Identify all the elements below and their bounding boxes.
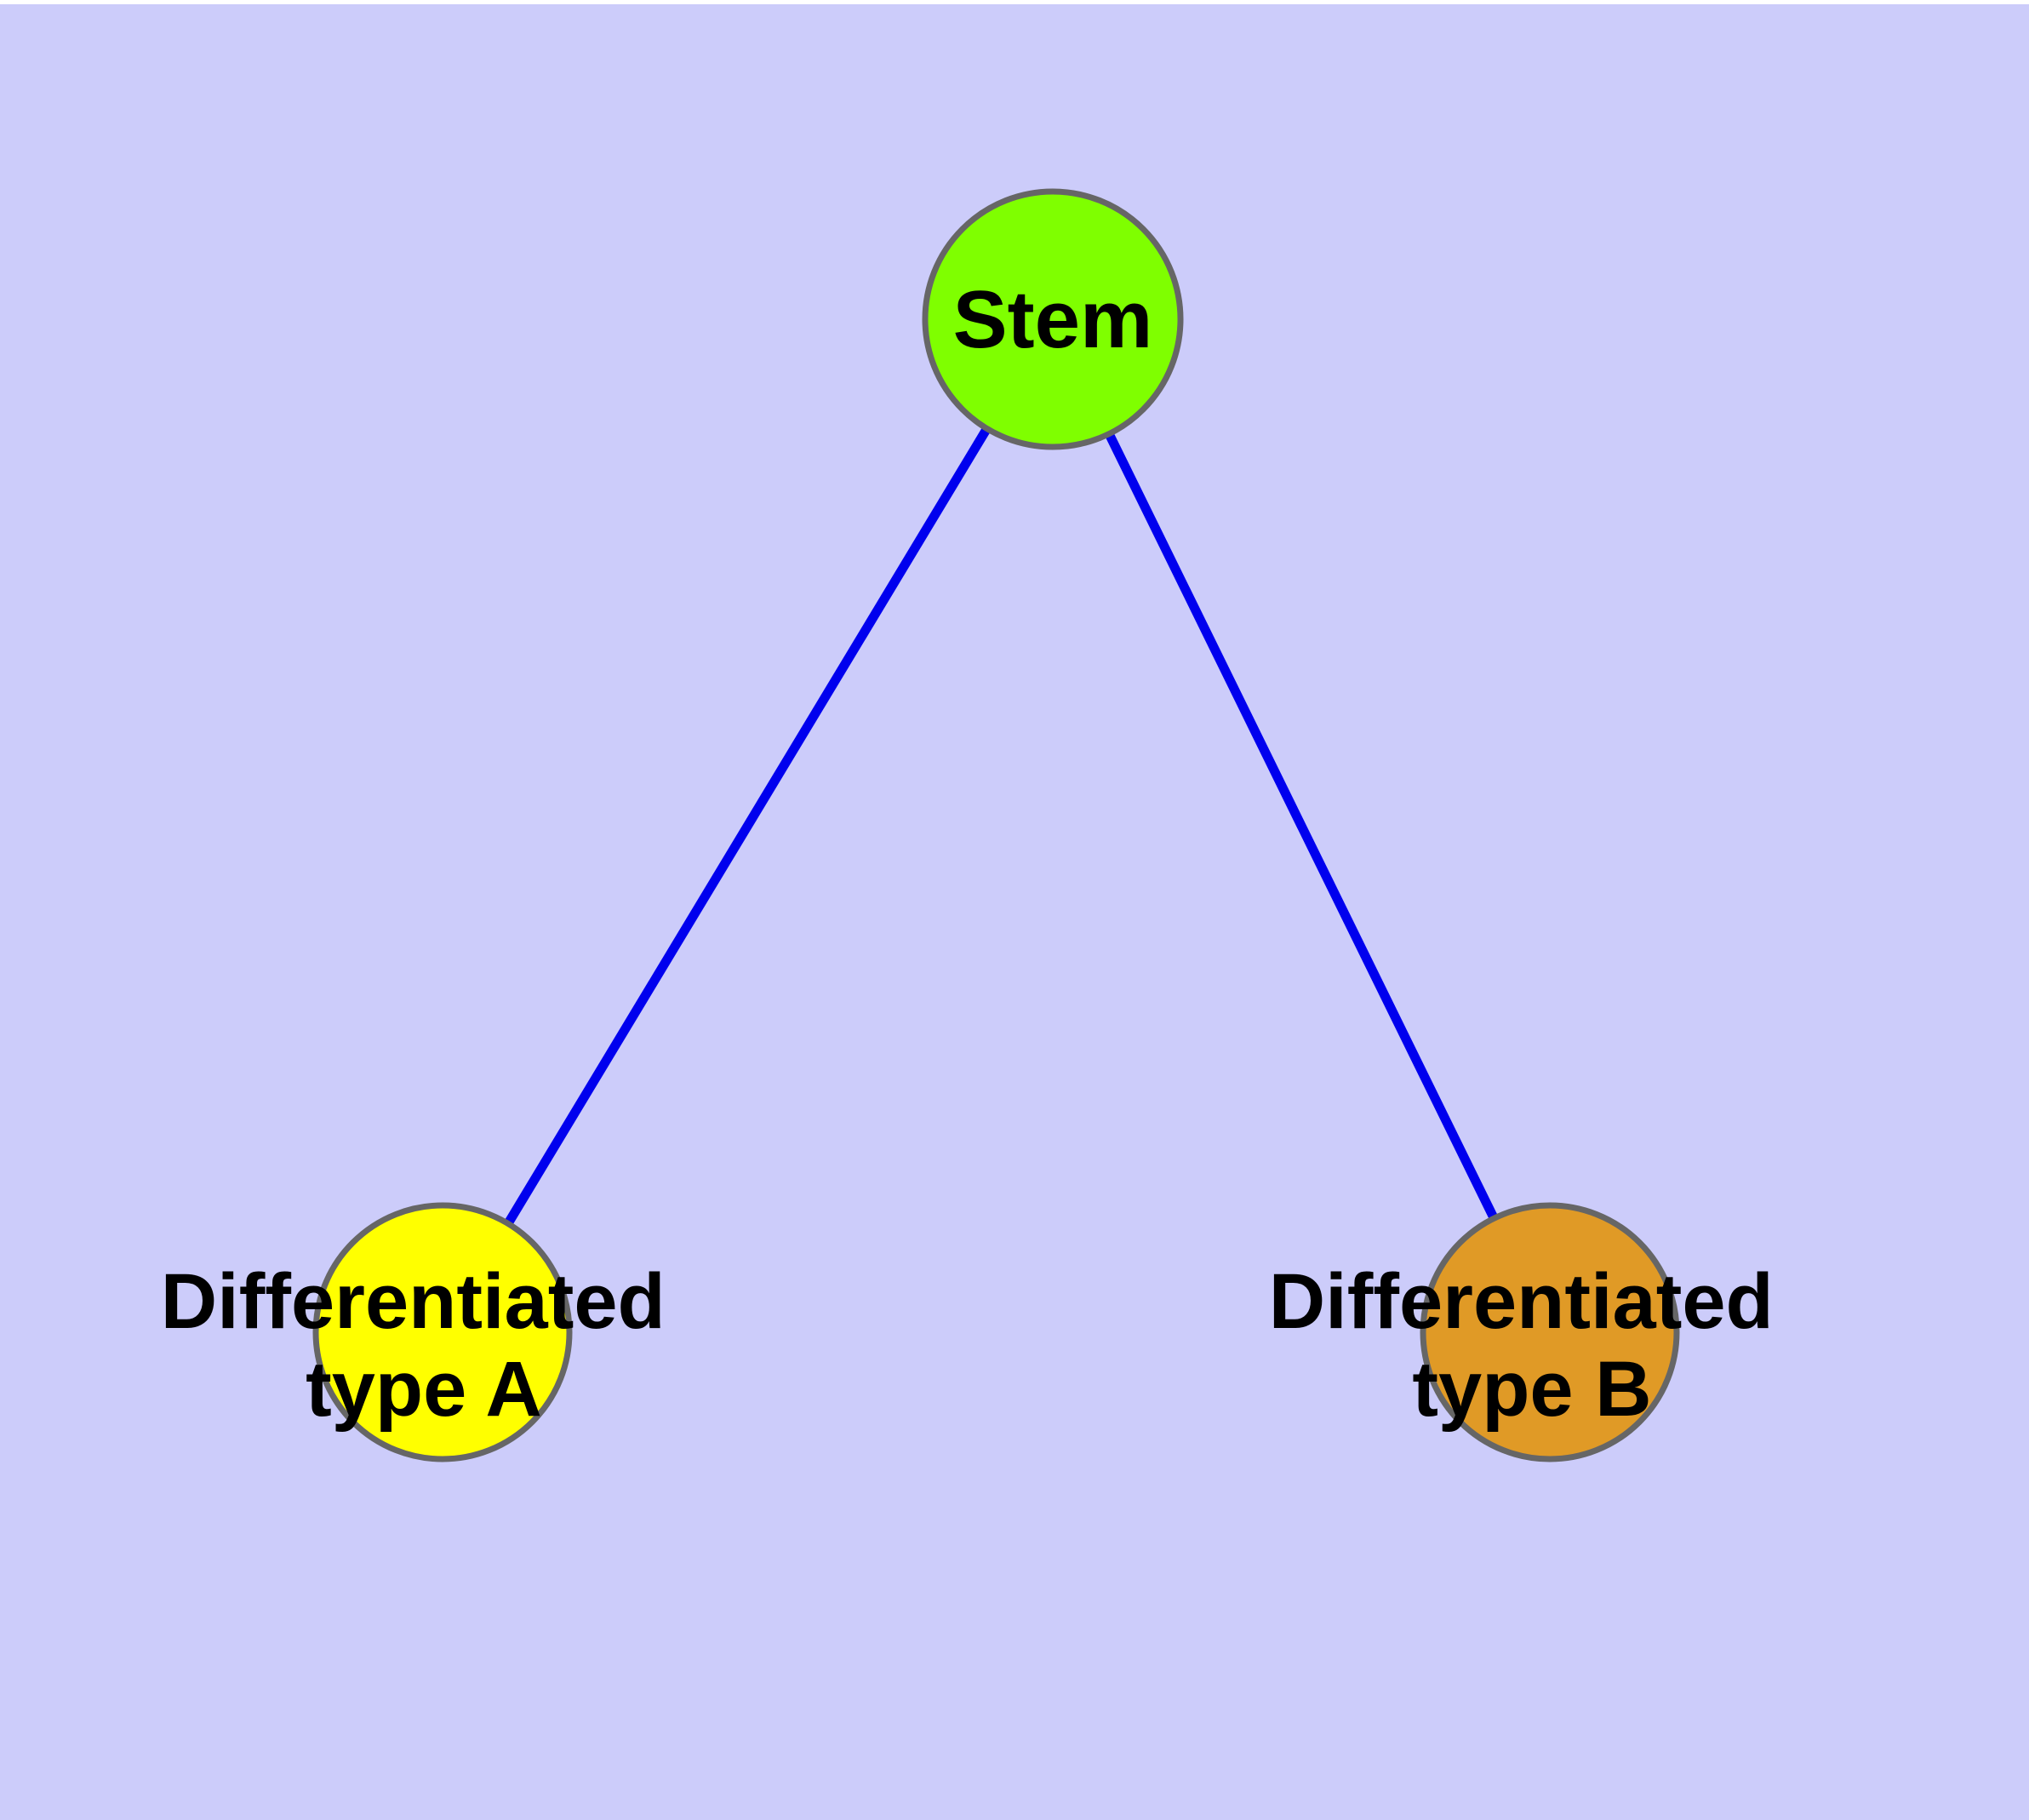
node-differentiated-a-label-line1: Differentiated [161, 1258, 666, 1345]
node-differentiated-b-label-line2: type B [1412, 1346, 1651, 1433]
label-layer: Stem Differentiated type A Differentiate… [161, 274, 1796, 1433]
node-stem-circle[interactable] [922, 188, 1184, 450]
node-differentiated-a-label: Differentiated type A [161, 1258, 688, 1433]
edge-stem-to-differentiated-b[interactable] [1049, 317, 1554, 1335]
node-layer [312, 188, 1680, 1462]
edge-stem-to-differentiated-a[interactable] [438, 317, 1057, 1335]
node-stem-label: Stem [953, 274, 1153, 365]
node-differentiated-b-circle[interactable] [1420, 1202, 1680, 1462]
node-differentiated-a-circle[interactable] [312, 1202, 573, 1462]
node-differentiated-b-label-line1: Differentiated [1269, 1258, 1774, 1345]
edge-layer [438, 317, 1554, 1335]
node-differentiated-a-label-line2: type A [306, 1346, 542, 1433]
node-differentiated-b-label: Differentiated type B [1269, 1258, 1796, 1433]
